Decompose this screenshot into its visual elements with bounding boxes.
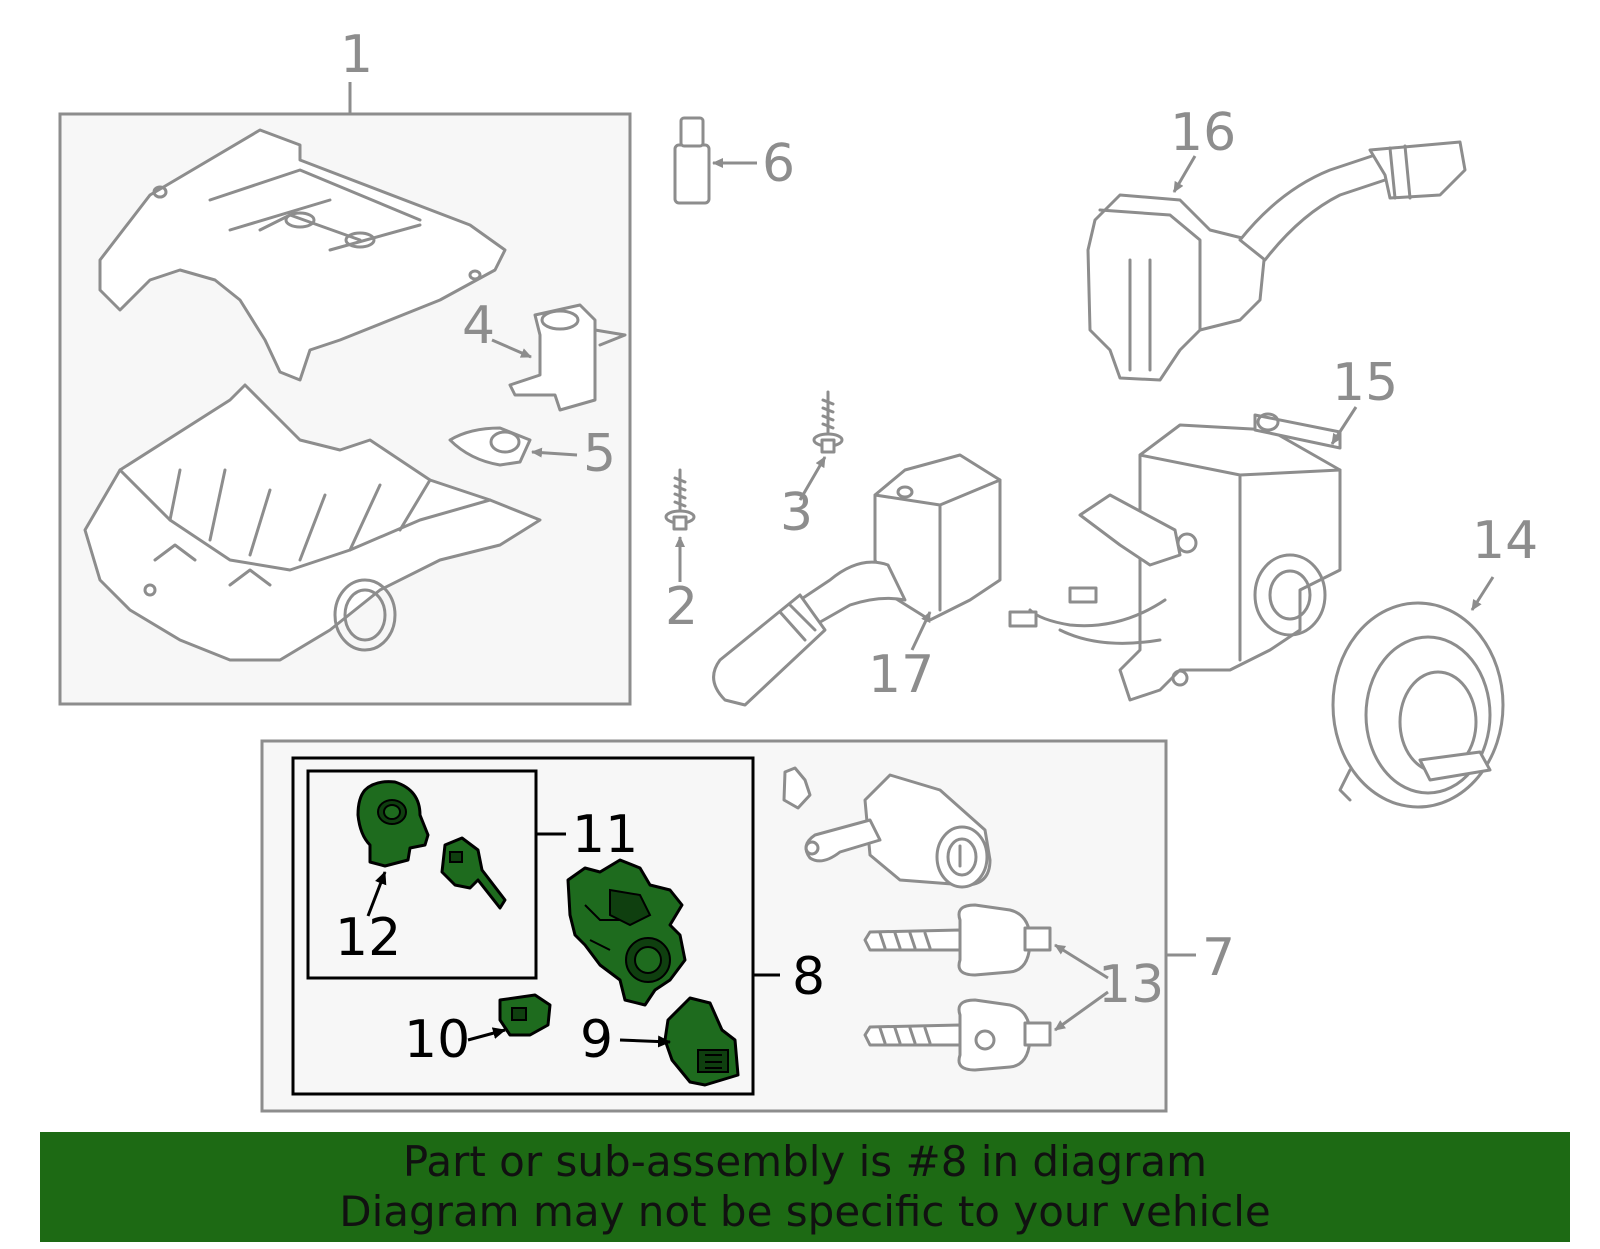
part-10-connector bbox=[498, 993, 552, 1037]
sub-assembly-11-box bbox=[306, 769, 538, 980]
part-17-switch bbox=[712, 453, 1002, 707]
upper-shroud bbox=[98, 128, 507, 382]
part-8-ignition-switch bbox=[566, 858, 687, 1007]
callout-7: 7 bbox=[1202, 928, 1235, 988]
part-15-switch-body bbox=[1008, 412, 1342, 702]
callout-12: 12 bbox=[335, 908, 401, 968]
lock-cylinder bbox=[782, 766, 992, 889]
part-6-pin bbox=[673, 116, 711, 205]
callout-2: 2 bbox=[665, 577, 698, 637]
screw-2 bbox=[664, 468, 696, 531]
callout-15: 15 bbox=[1332, 353, 1398, 413]
part-4-bracket bbox=[508, 303, 627, 412]
callout-13: 13 bbox=[1098, 955, 1164, 1015]
key-lower bbox=[863, 998, 1052, 1072]
callout-1: 1 bbox=[340, 25, 373, 85]
part-16-switch bbox=[1086, 140, 1467, 382]
callout-8: 8 bbox=[792, 947, 825, 1007]
screw-3 bbox=[812, 390, 844, 454]
callout-10: 10 bbox=[404, 1010, 470, 1070]
callout-11: 11 bbox=[572, 805, 638, 865]
notice-line-1: Part or sub-assembly is #8 in diagram bbox=[402, 1137, 1208, 1186]
callout-9: 9 bbox=[580, 1010, 613, 1070]
callout-6: 6 bbox=[762, 134, 795, 194]
callout-3: 3 bbox=[780, 483, 813, 543]
notice-line-2: Diagram may not be specific to your vehi… bbox=[339, 1187, 1271, 1236]
callout-5: 5 bbox=[583, 424, 616, 484]
part-14-clock-spring bbox=[1331, 601, 1505, 809]
lower-shroud bbox=[83, 383, 542, 662]
notice-banner: Part or sub-assembly is #8 in diagram Di… bbox=[40, 1132, 1570, 1242]
callout-4: 4 bbox=[462, 296, 495, 356]
part-5-clip bbox=[448, 426, 532, 467]
key-upper bbox=[863, 903, 1052, 977]
part-12-transponder bbox=[356, 780, 430, 868]
sub-assembly-8-box bbox=[291, 756, 755, 1096]
part-11-sensor bbox=[440, 836, 507, 910]
part-9-switch bbox=[663, 996, 740, 1087]
callout-14: 14 bbox=[1472, 511, 1538, 571]
callout-17: 17 bbox=[868, 645, 934, 705]
callout-16: 16 bbox=[1170, 103, 1236, 163]
